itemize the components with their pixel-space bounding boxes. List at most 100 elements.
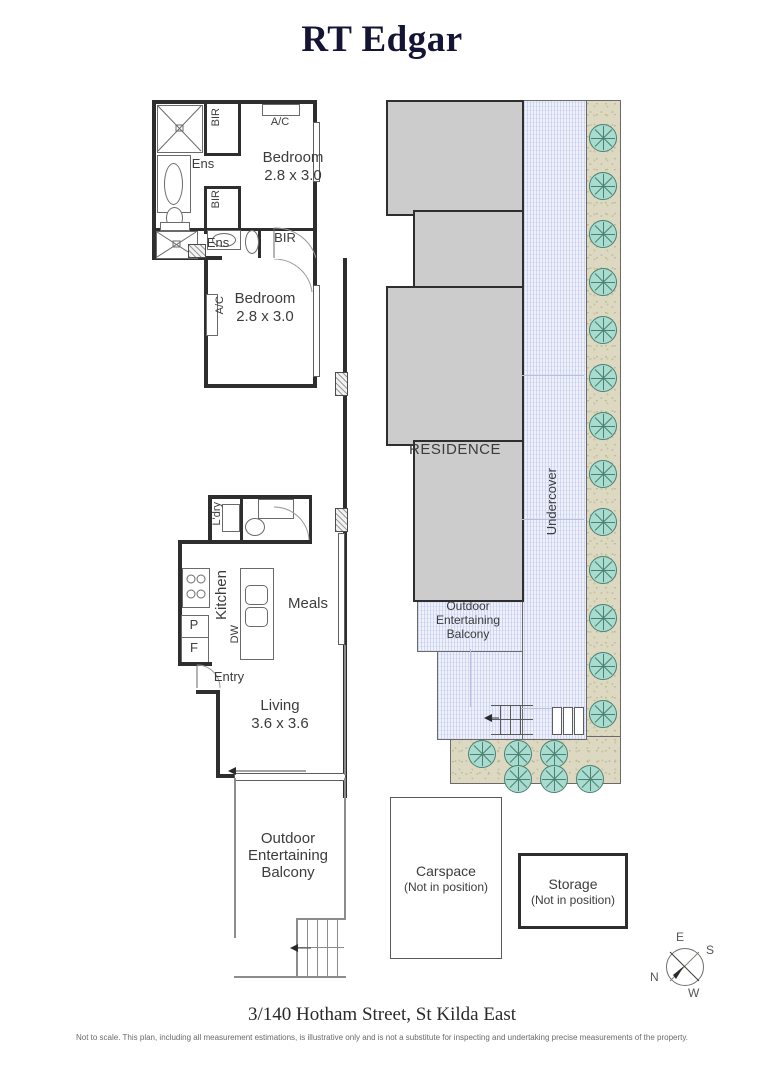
door-swing-bathroom-icon <box>273 506 310 541</box>
tree-icon <box>589 652 617 680</box>
cooktop-burners-icon <box>186 574 206 599</box>
ac-unit-bedroom1-icon <box>262 104 300 116</box>
wall-bir1-bottom <box>204 153 240 156</box>
tree-icon <box>589 316 617 344</box>
balcony-right-edge <box>344 778 346 918</box>
site-stair-arrow-icon <box>484 714 499 722</box>
driveway-seam-1 <box>521 375 584 376</box>
tree-icon <box>540 765 568 793</box>
bir-label-2: BIR <box>210 190 222 209</box>
site-gate-panels <box>552 707 588 735</box>
wall-ens2-divider <box>152 228 317 231</box>
sink-bowl-1-icon <box>245 585 268 605</box>
tree-icon <box>589 604 617 632</box>
meals-right-thin <box>344 645 346 775</box>
sliding-door-living <box>234 773 346 781</box>
shower-upper-cross-icon <box>157 105 202 152</box>
undercover-label: Undercover <box>544 468 559 536</box>
site-balcony-line1: Outdoor <box>446 599 490 613</box>
slide-arrow-living-icon <box>228 767 306 775</box>
tree-icon <box>589 124 617 152</box>
compass-ring-icon <box>666 948 704 986</box>
wall-bir3-left <box>258 230 261 258</box>
driveway-seam-4 <box>470 649 471 707</box>
bath-vanity-icon <box>258 499 294 519</box>
compass-label-e: E <box>676 930 685 944</box>
tree-icon <box>504 740 532 768</box>
kitchen-label: Kitchen <box>213 570 230 621</box>
wall-bath-divider <box>240 499 243 541</box>
ac-label-1: A/C <box>270 116 290 128</box>
bedroom2-name: Bedroom <box>234 290 296 307</box>
tree-icon <box>540 740 568 768</box>
storage-note: (Not in position) <box>530 892 616 907</box>
carspace-title: Carspace <box>416 862 476 879</box>
wall-laundry-right <box>309 499 312 541</box>
bath-toilet-icon <box>245 518 265 536</box>
compass-label-w: W <box>688 986 700 1000</box>
tree-icon <box>589 700 617 728</box>
ens2-door-hatch <box>188 244 206 258</box>
bir-label-1: BIR <box>210 108 222 127</box>
entry-label: Entry <box>213 669 245 684</box>
tree-icon <box>468 740 496 768</box>
driveway-seam-2 <box>521 519 584 520</box>
ensuite-label-1: Ens <box>191 156 215 171</box>
tree-icon <box>589 364 617 392</box>
laundry-label: L'dry <box>211 502 223 526</box>
bath-inner-icon <box>164 163 183 205</box>
site-balcony-line3: Balcony <box>446 627 490 641</box>
fridge-label: F <box>190 640 198 655</box>
window-bedroom2 <box>313 285 320 377</box>
washing-machine-icon <box>222 504 240 532</box>
stair-direction-arrow-icon <box>290 944 311 952</box>
wall-ens-right <box>238 104 241 156</box>
site-stairs <box>491 705 533 735</box>
window-meals <box>338 533 345 645</box>
toilet-lower-icon <box>245 230 259 254</box>
dishwasher-label: DW <box>229 625 241 644</box>
site-balcony-line2: Entertaining <box>435 613 501 627</box>
wall-left-upper <box>152 100 156 260</box>
sink-bowl-2-icon <box>245 607 268 627</box>
pantry-label: P <box>189 617 199 632</box>
tree-icon <box>589 556 617 584</box>
driveway-undercover <box>520 100 587 740</box>
wall-laundry-left <box>208 495 212 543</box>
compass-rose: E S N W <box>648 930 726 1002</box>
wall-living-left <box>216 690 220 778</box>
tree-icon <box>589 460 617 488</box>
balcony-left-edge <box>234 778 236 938</box>
balcony-label-line3: Balcony <box>261 864 315 881</box>
tree-icon <box>589 172 617 200</box>
balcony-label-line1: Outdoor <box>260 830 316 847</box>
ensuite-label-2: Ens <box>206 235 230 250</box>
basin-lower-icon <box>212 233 236 247</box>
residence-block-lower <box>413 440 524 602</box>
wall-kitchen-left <box>178 540 182 665</box>
tree-icon <box>589 412 617 440</box>
balcony-step-edge <box>296 918 346 920</box>
tree-icon <box>589 220 617 248</box>
residence-block-wide <box>386 286 524 446</box>
brand-title: RT Edgar <box>301 19 463 60</box>
tree-icon <box>576 765 604 793</box>
disclaimer-text: Not to scale. This plan, including all m… <box>75 1033 689 1042</box>
wall-kitchen-top <box>178 540 312 544</box>
compass-label-s: S <box>706 943 715 957</box>
driveway-lower-left <box>437 648 523 740</box>
door-swing-entry-icon <box>196 664 221 689</box>
bir-label-3: BIR <box>274 230 296 245</box>
balcony-bottom-edge <box>234 976 346 978</box>
tree-icon <box>589 508 617 536</box>
wall-entry-bottom <box>178 662 212 666</box>
living-dims: 3.6 x 3.6 <box>251 715 309 732</box>
wall-living-bottom <box>216 774 236 778</box>
wall-bir2-right <box>238 186 241 234</box>
wall-hatch-lower <box>335 508 348 532</box>
residence-block-upper <box>386 100 524 216</box>
wall-bir1-left <box>204 104 207 156</box>
wall-living-top <box>196 690 220 694</box>
balcony-label-line2: Entertaining <box>247 847 329 864</box>
